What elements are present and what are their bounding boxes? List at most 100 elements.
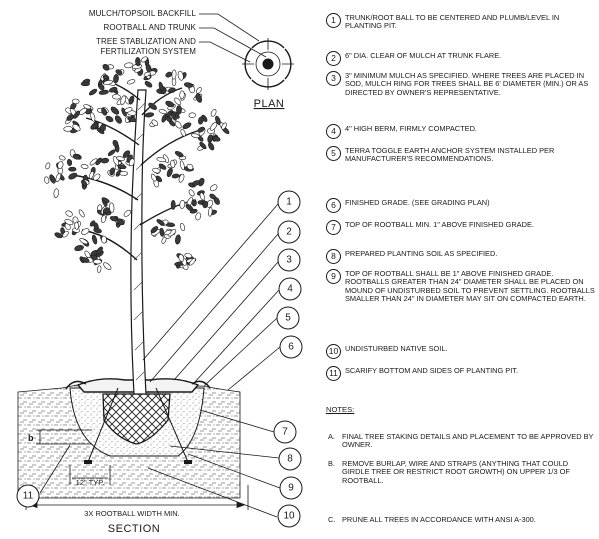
leaf-icon [100, 215, 107, 224]
tree-foliage [44, 56, 230, 273]
leaf-icon [195, 93, 203, 103]
legend-text-8: PREPARED PLANTING SOIL AS SPECIFIED. [345, 249, 498, 258]
plan-label-fertilization: FERTILIZATION SYSTEM [101, 47, 197, 56]
leaf-icon [63, 126, 73, 132]
leaf-icon [150, 173, 157, 182]
leaf-icon [158, 163, 167, 170]
plan-leaders [199, 13, 267, 63]
callout-numbers: 1 2 3 4 5 6 7 8 9 10 11 [23, 197, 295, 522]
plan-label-backfill: MULCH/TOPSOIL BACKFILL [89, 9, 197, 18]
leaf-icon [116, 218, 125, 226]
leaf-icon [96, 246, 103, 255]
legend-text-10: UNDISTURBED NATIVE SOIL. [345, 344, 448, 353]
plan-tree-symbol [242, 38, 294, 90]
leaf-icon [98, 89, 109, 95]
leaf-icon [88, 171, 95, 179]
legend-text-11: SCARIFY BOTTOM AND SIDES OF PLANTING PIT… [345, 366, 519, 375]
leaf-icon [93, 227, 102, 234]
leaf-icon [171, 173, 180, 179]
leaf-icon [178, 173, 185, 183]
leaf-icon [135, 57, 141, 67]
berm-right [191, 380, 211, 389]
callout-5 [276, 306, 300, 330]
legend-number-3: 3 [326, 71, 341, 86]
leaf-icon [89, 220, 96, 227]
leaf-icon [80, 81, 90, 87]
leaf-icon [73, 110, 81, 119]
earth-anchor-right [155, 387, 189, 463]
leaf-icon [62, 230, 69, 238]
leaf-icon [171, 69, 177, 80]
leaf-icon [124, 107, 133, 113]
note-b-letter: B. [328, 459, 335, 468]
legend-item-2: 2 6" DIA. CLEAR OF MULCH AT TRUNK FLARE. [326, 51, 596, 66]
callout-10-number: 10 [283, 511, 295, 522]
callout-2-number: 2 [286, 227, 292, 238]
leaf-icon [81, 179, 88, 187]
leaf-icon [156, 219, 165, 226]
leaf-icon [202, 200, 209, 209]
legend-text-6: FINISHED GRADE. (SEE GRADING PLAN) [345, 198, 490, 207]
note-c-letter: C. [328, 515, 336, 524]
leaf-icon [108, 86, 118, 93]
leaf-icon [199, 192, 205, 201]
legend-number-2: 2 [326, 51, 341, 66]
leaf-icon [71, 98, 80, 105]
leaf-icon [66, 159, 73, 166]
leaf-icon [148, 102, 157, 110]
note-a-letter: A. [328, 432, 335, 441]
leaf-icon [191, 199, 197, 207]
leaf-icon [182, 122, 192, 130]
leaf-icon [113, 74, 119, 84]
leaf-icon [109, 202, 115, 213]
leaf-icon [179, 160, 185, 171]
leaf-icon [212, 136, 221, 142]
legend-text-2: 6" DIA. CLEAR OF MULCH AT TRUNK FLARE. [345, 51, 502, 60]
section-title: SECTION [108, 523, 160, 535]
leaf-icon [175, 234, 181, 245]
leaf-icon [89, 158, 98, 166]
leaf-icon [120, 95, 126, 105]
legend-text-5: TERRA TOGGLE EARTH ANCHOR SYSTEM INSTALL… [345, 146, 555, 164]
leaf-icon [199, 141, 207, 150]
leaf-icon [122, 150, 131, 158]
leaf-icon [101, 235, 107, 244]
callout-bubbles [16, 190, 303, 528]
leaf-icon [49, 174, 56, 184]
leaf-icon [158, 81, 164, 92]
leaf-icon [197, 126, 205, 133]
callout-2 [277, 220, 301, 244]
b-dimension-label: b [28, 433, 34, 443]
leaf-icon [196, 87, 202, 94]
leaf-icon [221, 122, 227, 130]
leaf-icon [176, 105, 182, 115]
leaf-icon [174, 120, 182, 129]
legend-item-11: 11 SCARIFY BOTTOM AND SIDES OF PLANTING … [326, 366, 596, 381]
leaf-icon [97, 265, 102, 273]
leaf-icon [170, 159, 176, 169]
anchor-plate-right [184, 460, 192, 464]
legend-number-6: 6 [326, 198, 341, 213]
legend-number-1: 1 [326, 13, 341, 28]
leaf-icon [102, 63, 110, 71]
leaf-icon [209, 184, 218, 192]
leaf-icon [179, 90, 185, 100]
leaf-icon [126, 79, 136, 85]
typ-dimension [69, 465, 111, 485]
leaf-icon [143, 71, 151, 77]
leaf-icon [151, 119, 159, 127]
leaf-icon [78, 209, 85, 218]
legend-number-8: 8 [326, 249, 341, 264]
leaf-icon [103, 80, 113, 85]
plan-title: PLAN [254, 98, 285, 110]
leaf-icon [177, 70, 184, 81]
leaf-icon [81, 228, 90, 235]
leaf-icon [188, 189, 195, 197]
leaf-icon [184, 252, 193, 259]
typ-dimension-label: 12" TYP. [76, 478, 105, 487]
legend-number-7: 7 [326, 220, 341, 235]
leaf-icon [127, 116, 137, 123]
leaf-icon [101, 197, 110, 203]
leaf-icon [99, 123, 106, 132]
leaf-icon [124, 62, 134, 69]
